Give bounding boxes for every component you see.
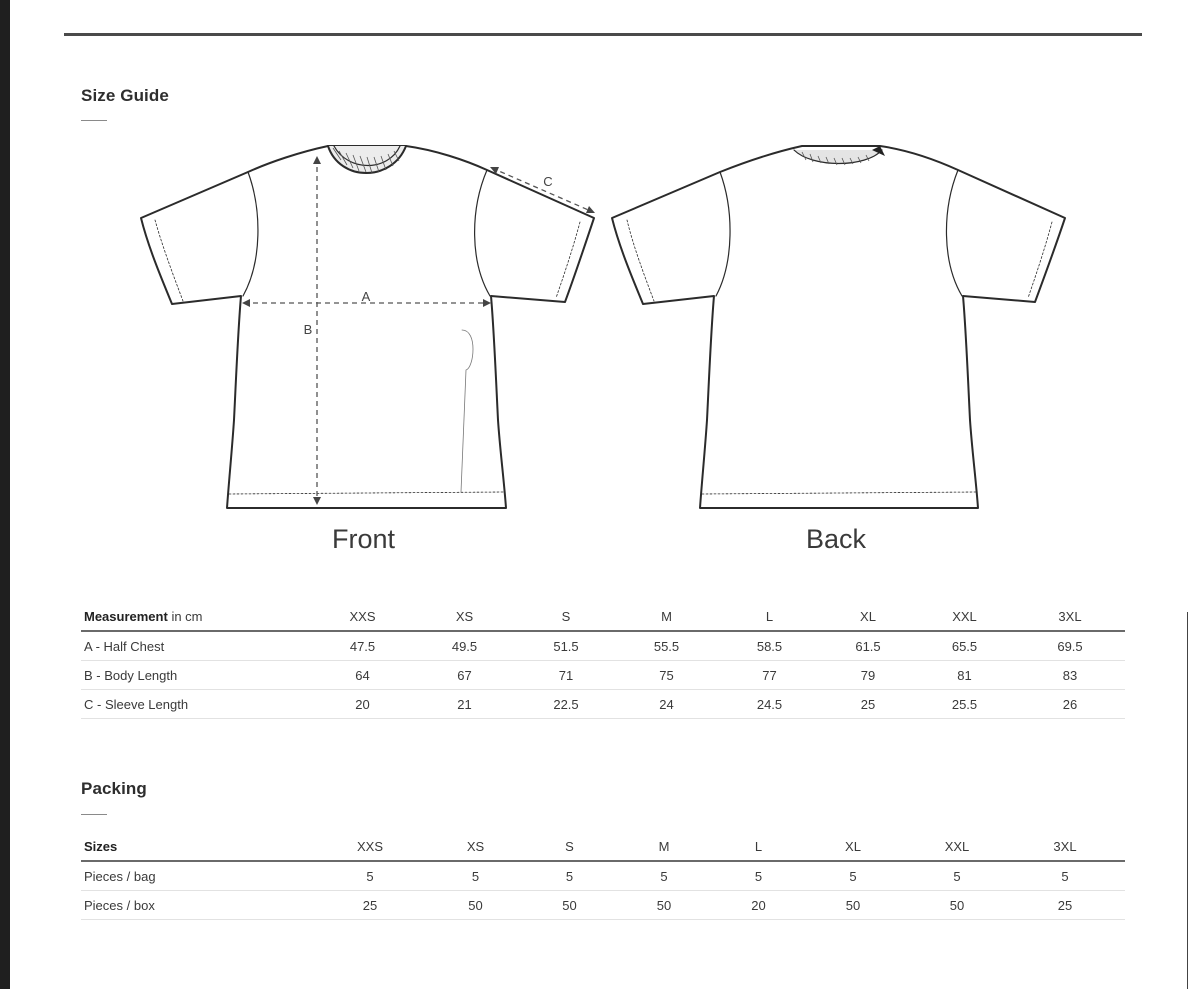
table-cell: 22.5 (516, 689, 616, 719)
table-cell: 50 (909, 890, 1005, 920)
table-cell: 24 (616, 689, 717, 719)
table-cell: 71 (516, 660, 616, 690)
size-header: XXL (914, 602, 1015, 632)
table-row: C - Sleeve Length 20 21 22.5 24 24.5 25 … (81, 689, 1125, 719)
table-cell: 5 (420, 861, 531, 891)
table-cell: 5 (608, 861, 720, 891)
table-cell: 25 (822, 689, 914, 719)
table-cell: 25 (1005, 890, 1125, 920)
table-cell: 20 (720, 890, 797, 920)
table-cell: 67 (413, 660, 516, 690)
table-cell: 55.5 (616, 631, 717, 661)
measurement-header-row: Measurement in cm XXS XS S M L XL XXL 3X… (81, 602, 1125, 632)
tshirt-back-drawing (611, 145, 1066, 509)
table-cell: 83 (1015, 660, 1125, 690)
packing-header-row: Sizes XXS XS S M L XL XXL 3XL (81, 832, 1125, 862)
packing-table: Sizes XXS XS S M L XL XXL 3XL Pieces / b… (81, 832, 1125, 920)
table-cell: 5 (797, 861, 909, 891)
table-cell: 51.5 (516, 631, 616, 661)
size-header: XXS (312, 602, 413, 632)
top-divider (64, 33, 1142, 36)
measurement-arrowheads (242, 156, 595, 505)
packing-title: Packing (81, 779, 147, 798)
right-scrollbar-edge (1187, 612, 1188, 989)
table-row: Pieces / bag 5 5 5 5 5 5 5 5 (81, 861, 1125, 891)
tshirt-illustration: A B C (140, 145, 1066, 509)
table-row: A - Half Chest 47.5 49.5 51.5 55.5 58.5 … (81, 631, 1125, 661)
size-header: S (516, 602, 616, 632)
size-header: S (531, 832, 608, 862)
back-neck-tab (872, 146, 885, 156)
table-cell: 75 (616, 660, 717, 690)
table-cell: 58.5 (717, 631, 822, 661)
table-cell: 26 (1015, 689, 1125, 719)
marker-c: C (543, 174, 552, 189)
size-guide-title: Size Guide (81, 86, 169, 105)
table-cell: 65.5 (914, 631, 1015, 661)
table-cell: 20 (312, 689, 413, 719)
table-row: B - Body Length 64 67 71 75 77 79 81 83 (81, 660, 1125, 690)
tshirt-front-drawing (140, 145, 595, 509)
table-cell: 5 (909, 861, 1005, 891)
table-cell: 50 (531, 890, 608, 920)
left-border (0, 0, 10, 989)
table-cell: 49.5 (413, 631, 516, 661)
table-cell: 25.5 (914, 689, 1015, 719)
table-cell: 47.5 (312, 631, 413, 661)
front-label: Front (332, 524, 396, 554)
size-header: 3XL (1005, 832, 1125, 862)
marker-b: B (304, 322, 313, 337)
size-header: L (720, 832, 797, 862)
table-cell: 50 (608, 890, 720, 920)
size-header: XXL (909, 832, 1005, 862)
size-guide-title-dash (81, 120, 107, 121)
packing-header: Sizes (81, 832, 320, 862)
table-cell: 77 (717, 660, 822, 690)
table-cell: 5 (1005, 861, 1125, 891)
row-label: C - Sleeve Length (81, 689, 312, 719)
size-header: M (616, 602, 717, 632)
table-cell: 24.5 (717, 689, 822, 719)
neck-ribbing-front (332, 147, 400, 174)
table-cell: 5 (531, 861, 608, 891)
table-cell: 79 (822, 660, 914, 690)
size-header: XL (822, 602, 914, 632)
table-cell: 69.5 (1015, 631, 1125, 661)
measurement-header: Measurement in cm (81, 602, 312, 632)
table-cell: 5 (720, 861, 797, 891)
size-header: XL (797, 832, 909, 862)
size-header: L (717, 602, 822, 632)
table-cell: 50 (797, 890, 909, 920)
measurement-table: Measurement in cm XXS XS S M L XL XXL 3X… (81, 602, 1125, 719)
marker-a: A (362, 289, 371, 304)
measurement-guides (244, 158, 594, 502)
table-cell: 64 (312, 660, 413, 690)
table-cell: 81 (914, 660, 1015, 690)
table-cell: 5 (320, 861, 420, 891)
size-header: XS (420, 832, 531, 862)
row-label: A - Half Chest (81, 631, 312, 661)
table-cell: 61.5 (822, 631, 914, 661)
row-label: Pieces / box (81, 890, 320, 920)
table-cell: 50 (420, 890, 531, 920)
table-cell: 21 (413, 689, 516, 719)
row-label: B - Body Length (81, 660, 312, 690)
row-label: Pieces / bag (81, 861, 320, 891)
packing-title-dash (81, 814, 107, 815)
table-row: Pieces / box 25 50 50 50 20 50 50 25 (81, 890, 1125, 920)
size-header: 3XL (1015, 602, 1125, 632)
size-header: M (608, 832, 720, 862)
size-header: XXS (320, 832, 420, 862)
table-cell: 25 (320, 890, 420, 920)
size-header: XS (413, 602, 516, 632)
neck-ribbing-back (801, 151, 870, 166)
back-label: Back (806, 524, 867, 554)
